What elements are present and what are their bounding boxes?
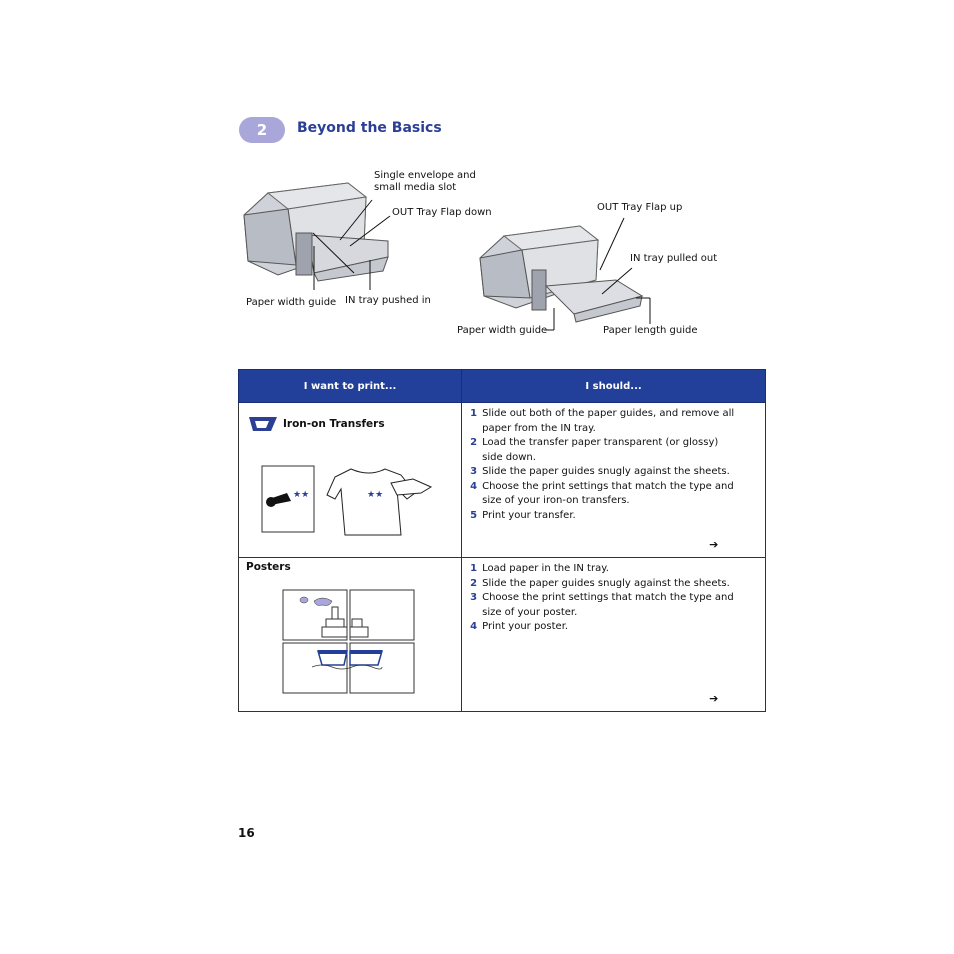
callout-paper-length: Paper length guide (603, 325, 698, 336)
row-left-cell: Posters (237, 557, 463, 712)
row-title-posters: Posters (246, 561, 291, 573)
callout-lines-right (544, 217, 651, 331)
chapter-title: Beyond the Basics (297, 120, 442, 136)
callout-in-tray-pushed: IN tray pushed in (345, 295, 431, 306)
row-left-cell: Iron-on Transfers ★★ ★★ (237, 402, 463, 558)
row-title-iron-on: Iron-on Transfers (283, 418, 385, 430)
callout-in-tray-out: IN tray pulled out (630, 253, 718, 264)
table-row: Posters (237, 557, 766, 712)
poster-illustration (282, 589, 415, 694)
printer-illustration-tray-out (479, 225, 644, 323)
table-header-should: I should... (461, 369, 766, 403)
hp-feature-icon (249, 417, 277, 431)
svg-text:★★: ★★ (367, 490, 383, 500)
callout-envelope-slot: Single envelope and small media slot (374, 170, 476, 193)
callout-lines-left (313, 199, 391, 290)
chapter-badge: 2 (239, 117, 285, 143)
next-arrow-icon: ➔ (709, 538, 719, 551)
callout-out-tray-up: OUT Tray Flap up (597, 202, 683, 213)
svg-text:★★: ★★ (293, 490, 309, 500)
instructions-table: I want to print... I should... Iron-on T… (237, 369, 766, 712)
callout-out-tray-down: OUT Tray Flap down (392, 207, 492, 218)
iron-on-illustration: ★★ ★★ (261, 465, 433, 536)
page-number: 16 (238, 826, 255, 840)
callout-paper-width-left: Paper width guide (246, 297, 337, 308)
callout-paper-width-right: Paper width guide (457, 325, 548, 336)
next-arrow-icon: ➔ (709, 692, 719, 705)
table-header-want: I want to print... (237, 369, 463, 403)
